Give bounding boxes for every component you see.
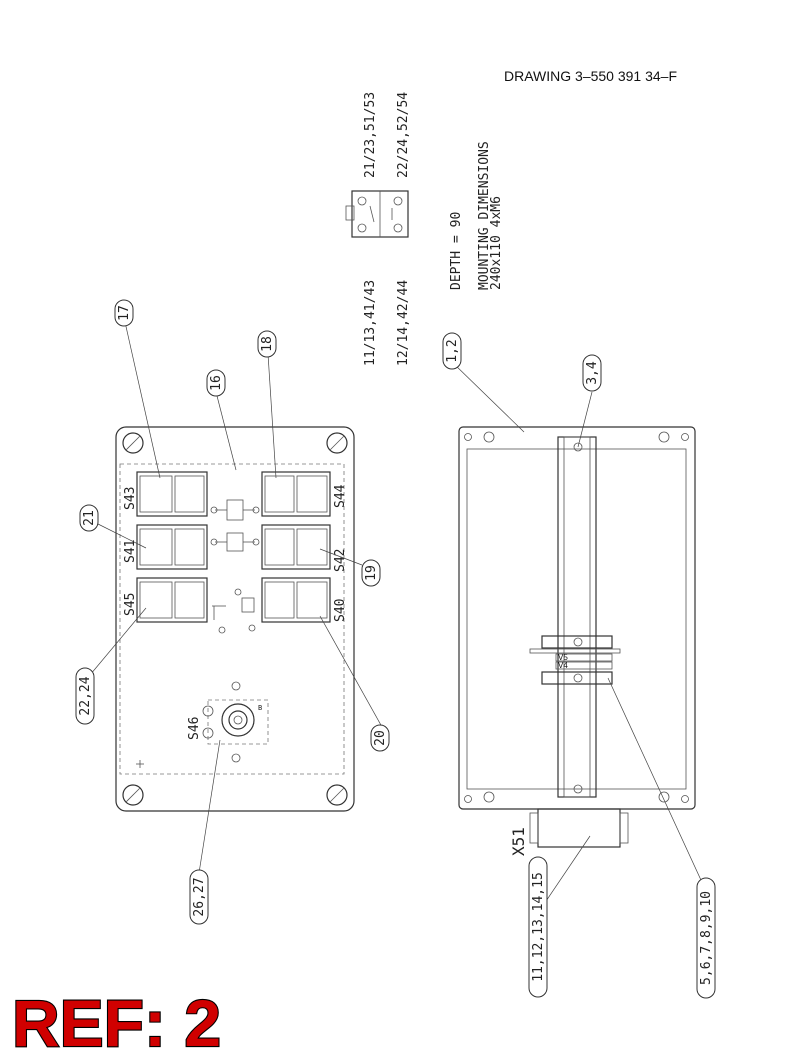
mounting-value: 240x110 4xM6 <box>489 196 504 290</box>
terminal-label-v4: V4 <box>558 661 568 670</box>
button-s41 <box>136 524 208 570</box>
enclosure-rear-view <box>458 426 696 848</box>
contact-label-top-right: 21/23,51/53 <box>363 92 378 178</box>
callout-22-24: 22,24 <box>75 667 95 725</box>
callout-3-4: 3,4 <box>582 354 602 392</box>
contact-block-symbol <box>345 190 409 238</box>
button-s44 <box>261 471 331 517</box>
rotary-switch-s46 <box>202 681 269 763</box>
switch-label-s45: S45 <box>123 593 138 616</box>
switch-label-s42: S42 <box>333 549 348 572</box>
callout-1-2-text: 1,2 <box>445 339 460 362</box>
mounting-title: MOUNTING DIMENSIONS <box>477 141 492 290</box>
callout-5-10-text: 5,6,7,8,9,10 <box>699 891 714 985</box>
button-s40 <box>261 577 331 623</box>
contact-label-bottom-right: 22/24,52/54 <box>396 92 411 178</box>
callout-21-text: 21 <box>82 510 97 526</box>
screw-icon <box>326 432 348 454</box>
switch-label-s43: S43 <box>123 487 138 510</box>
switch-label-s46: S46 <box>187 717 202 740</box>
switch-label-s41: S41 <box>123 540 138 563</box>
callout-16: 16 <box>206 369 226 397</box>
callout-26-27-text: 26,27 <box>192 877 207 916</box>
screw-icon <box>326 784 348 806</box>
indicator-symbol <box>210 499 260 634</box>
connector-label-x51: X51 <box>509 827 528 856</box>
ref-label: REF: 2 <box>12 986 221 1053</box>
contact-label-top-left: 11/13,41/43 <box>363 280 378 366</box>
terminal-label-v5: V5 <box>558 653 568 662</box>
depth-label: DEPTH = 90 <box>449 212 464 290</box>
button-s43 <box>136 471 208 517</box>
switch-label-s40: S40 <box>333 599 348 622</box>
callout-17: 17 <box>114 299 134 327</box>
callout-3-4-text: 3,4 <box>585 361 600 385</box>
callout-16-text: 16 <box>209 375 224 391</box>
screw-icon <box>122 432 144 454</box>
callout-5-10: 5,6,7,8,9,10 <box>696 877 716 999</box>
callout-17-text: 17 <box>117 305 132 321</box>
contact-label-bottom-left: 12/14,42/44 <box>396 280 411 366</box>
callout-19: 19 <box>361 559 381 587</box>
switch-label-b: B <box>258 704 262 712</box>
callout-20: 20 <box>370 724 390 752</box>
panel-front-view: B <box>115 426 355 812</box>
callout-11-15-text: 11,12,13,14,15 <box>531 872 546 982</box>
callout-11-15: 11,12,13,14,15 <box>528 856 548 998</box>
callout-22-24-text: 22,24 <box>78 676 93 715</box>
callout-26-27: 26,27 <box>189 869 209 925</box>
callout-21: 21 <box>79 504 99 532</box>
screw-icon <box>122 784 144 806</box>
callout-1-2: 1,2 <box>442 332 462 370</box>
switch-label-s44: S44 <box>333 484 348 508</box>
callout-20-text: 20 <box>373 730 388 746</box>
button-s42 <box>261 524 331 570</box>
drawing-number: DRAWING 3–550 391 34–F <box>504 68 677 84</box>
callout-18: 18 <box>257 330 277 358</box>
callout-19-text: 19 <box>364 565 379 581</box>
button-s45 <box>136 577 208 623</box>
leader-lines <box>89 321 707 911</box>
callout-18-text: 18 <box>260 336 275 352</box>
